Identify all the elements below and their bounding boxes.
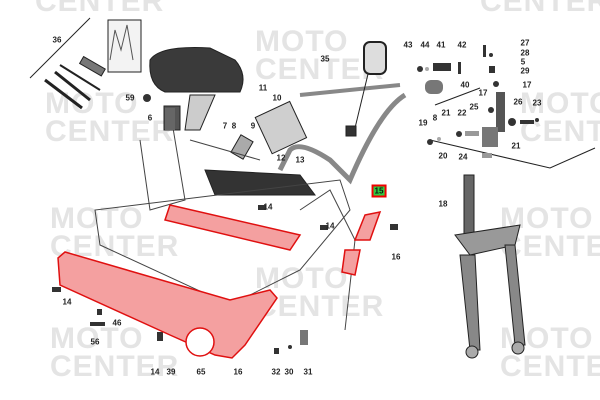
part-label[interactable]: 9	[250, 121, 256, 131]
part-label[interactable]: 22	[457, 108, 467, 118]
watermark: MOTO CENTER	[50, 322, 180, 383]
watermark: MOTO CENTER	[255, 25, 385, 86]
part-label[interactable]: 25	[469, 102, 479, 112]
part-label[interactable]: 5	[520, 57, 526, 67]
part-label[interactable]: 21	[511, 141, 521, 151]
part-label[interactable]: 65	[196, 367, 206, 377]
part-label[interactable]: 10	[272, 93, 282, 103]
part-label[interactable]: 28	[520, 48, 530, 58]
part-label[interactable]: 35	[320, 54, 330, 64]
part-label[interactable]: 24	[458, 152, 468, 162]
part-label[interactable]: 42	[457, 40, 467, 50]
part-label[interactable]: 8	[432, 113, 438, 123]
frame-drawing	[94, 109, 356, 331]
part-label[interactable]: 16	[233, 367, 243, 377]
watermark: MOTO CENTER	[520, 87, 600, 148]
part-label[interactable]: 17	[522, 80, 532, 90]
part-label[interactable]: 14	[263, 202, 273, 212]
watermark: CENTER	[35, 0, 165, 18]
part-label[interactable]: 36	[52, 35, 62, 45]
part-label[interactable]: 31	[303, 367, 313, 377]
part-label[interactable]: 16	[391, 252, 401, 262]
part-label[interactable]: 56	[90, 337, 100, 347]
part-label[interactable]: 39	[166, 367, 176, 377]
part-label[interactable]: 46	[112, 318, 122, 328]
part-label[interactable]: 14	[150, 367, 160, 377]
seat-drawing	[149, 47, 244, 131]
part-label[interactable]: 43	[403, 40, 413, 50]
part-label[interactable]: 19	[418, 118, 428, 128]
selected-part-label[interactable]: 15	[371, 184, 387, 198]
part-label[interactable]: 30	[284, 367, 294, 377]
part-label[interactable]: 32	[271, 367, 281, 377]
part-label[interactable]: 8	[231, 121, 237, 131]
part-label[interactable]: 29	[520, 66, 530, 76]
part-label[interactable]: 17	[478, 88, 488, 98]
part-label[interactable]: 6	[147, 113, 153, 123]
part-label[interactable]: 41	[436, 40, 446, 50]
part-label[interactable]: 14	[325, 221, 335, 231]
part-label[interactable]: 27	[520, 38, 530, 48]
part-label[interactable]: 13	[295, 155, 305, 165]
hardware-drawing	[52, 45, 539, 354]
watermark: MOTO CENTER	[45, 87, 175, 148]
part-label[interactable]: 26	[513, 97, 523, 107]
part-label[interactable]: 23	[532, 98, 542, 108]
part-label[interactable]: 40	[460, 80, 470, 90]
part-label[interactable]: 11	[258, 83, 268, 93]
part-label[interactable]: 21	[441, 108, 451, 118]
part-label[interactable]: 18	[438, 199, 448, 209]
part-label[interactable]: 44	[420, 40, 430, 50]
tool-kit-drawing	[29, 17, 142, 110]
handlebar-drawing	[277, 41, 596, 185]
highlighted-side-covers	[57, 204, 382, 359]
part-label[interactable]: 59	[125, 93, 135, 103]
part-label[interactable]: 20	[438, 151, 448, 161]
part-label[interactable]: 7	[222, 121, 228, 131]
part-label[interactable]: 14	[62, 297, 72, 307]
part-label[interactable]: 12	[276, 153, 286, 163]
watermark: CENTER	[480, 0, 600, 18]
fork-drawing	[454, 174, 526, 359]
